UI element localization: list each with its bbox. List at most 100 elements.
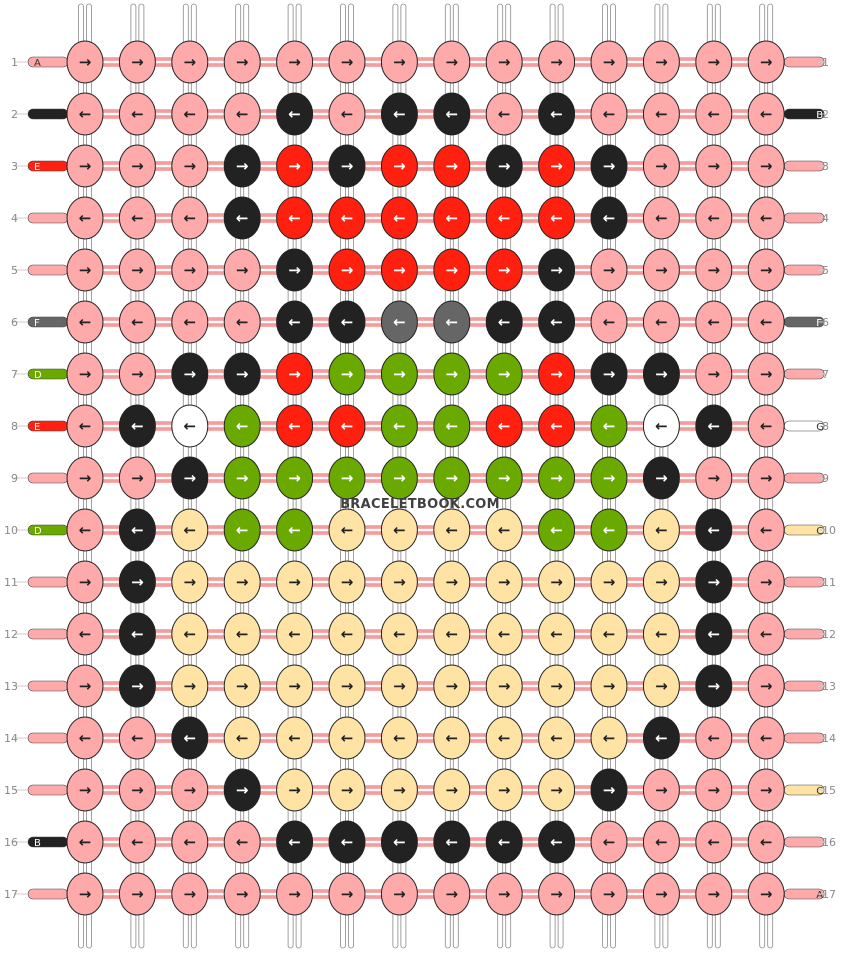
knot-shape [485, 768, 523, 812]
arrow-left-icon: ← [341, 313, 354, 331]
knot: → [695, 872, 733, 916]
knot: → [433, 560, 471, 604]
arrow-left-icon: ← [550, 521, 563, 539]
knot-shape [380, 456, 418, 500]
arrow-right-icon: → [655, 677, 668, 695]
knot-grid: → → → → → → → → → → → → → → ← ← ← ← ← ← ← ← ← ← ← ← ← ← → → → → → → → → → → → →… [66, 40, 785, 916]
knot-shape [66, 820, 104, 864]
arrow-right-icon: → [655, 573, 668, 591]
row-number-left: 16 [4, 836, 18, 849]
knot-shape [171, 144, 209, 188]
arrow-right-icon: → [603, 157, 616, 175]
arrow-left-icon: ← [131, 833, 144, 851]
left-strand-letter: D [34, 370, 42, 381]
knot-shape [328, 456, 366, 500]
arrow-left-icon: ← [341, 729, 354, 747]
row-number-left: 14 [4, 732, 18, 745]
arrow-right-icon: → [236, 677, 249, 695]
knot-shape [695, 664, 733, 708]
arrow-left-icon: ← [131, 105, 144, 123]
knot: ← [433, 404, 471, 448]
knot: ← [276, 196, 314, 240]
arrow-right-icon: → [341, 365, 354, 383]
knot-shape [276, 872, 314, 916]
arrow-right-icon: → [550, 261, 563, 279]
knot: → [66, 352, 104, 396]
arrow-right-icon: → [655, 261, 668, 279]
knot-shape [380, 508, 418, 552]
arrow-left-icon: ← [184, 105, 197, 123]
arrow-left-icon: ← [236, 625, 249, 643]
knot-shape [223, 40, 261, 84]
knot-shape [695, 716, 733, 760]
knot-shape [590, 820, 628, 864]
knot-shape [66, 664, 104, 708]
knot-shape [380, 768, 418, 812]
knot: → [433, 144, 471, 188]
arrow-right-icon: → [498, 781, 511, 799]
arrow-left-icon: ← [393, 625, 406, 643]
knot: ← [590, 820, 628, 864]
knot-shape [695, 820, 733, 864]
arrow-left-icon: ← [550, 313, 563, 331]
arrow-right-icon: → [708, 573, 721, 591]
knot: ← [118, 508, 156, 552]
arrow-left-icon: ← [708, 417, 721, 435]
knot: → [590, 248, 628, 292]
arrow-right-icon: → [655, 781, 668, 799]
arrow-right-icon: → [655, 365, 668, 383]
arrow-left-icon: ← [393, 209, 406, 227]
knot: → [538, 456, 576, 500]
knot: ← [538, 612, 576, 656]
knot: → [747, 768, 785, 812]
knot-shape [590, 716, 628, 760]
knot: ← [695, 300, 733, 344]
row-number-left: 4 [11, 212, 18, 225]
row-number-right: 4 [822, 212, 829, 225]
row-number-right: 3 [822, 160, 829, 173]
knot-shape [66, 300, 104, 344]
row-number-left: 1 [11, 56, 18, 69]
arrow-left-icon: ← [131, 625, 144, 643]
row-number-right: 12 [822, 628, 836, 641]
knot-shape [118, 768, 156, 812]
knot-shape [223, 144, 261, 188]
arrow-right-icon: → [446, 365, 459, 383]
arrow-right-icon: → [708, 781, 721, 799]
row-number-left: 12 [4, 628, 18, 641]
right-strand-letter: C [816, 526, 823, 537]
knot-shape [171, 872, 209, 916]
knot: → [380, 872, 418, 916]
knot: ← [485, 404, 523, 448]
knot-shape [223, 196, 261, 240]
knot: → [380, 40, 418, 84]
knot-shape [747, 40, 785, 84]
arrow-right-icon: → [236, 781, 249, 799]
knot-shape [538, 768, 576, 812]
arrow-right-icon: → [760, 885, 773, 903]
knot: → [223, 768, 261, 812]
knot-shape [590, 300, 628, 344]
row-number-left: 10 [4, 524, 18, 537]
knot: ← [276, 404, 314, 448]
knot-shape [642, 352, 680, 396]
knot-shape [747, 768, 785, 812]
knot-shape [590, 352, 628, 396]
knot: → [171, 144, 209, 188]
knot: → [66, 248, 104, 292]
knot: → [66, 664, 104, 708]
knot: → [223, 560, 261, 604]
knot: → [590, 872, 628, 916]
knot-shape [538, 872, 576, 916]
knot: → [328, 560, 366, 604]
knot: ← [223, 612, 261, 656]
arrow-left-icon: ← [446, 521, 459, 539]
knot-shape [485, 92, 523, 136]
knot-shape [642, 560, 680, 604]
arrow-left-icon: ← [184, 625, 197, 643]
knot: → [642, 352, 680, 396]
knot-shape [66, 248, 104, 292]
knot-shape [118, 144, 156, 188]
knot-shape [171, 508, 209, 552]
knot: → [276, 560, 314, 604]
